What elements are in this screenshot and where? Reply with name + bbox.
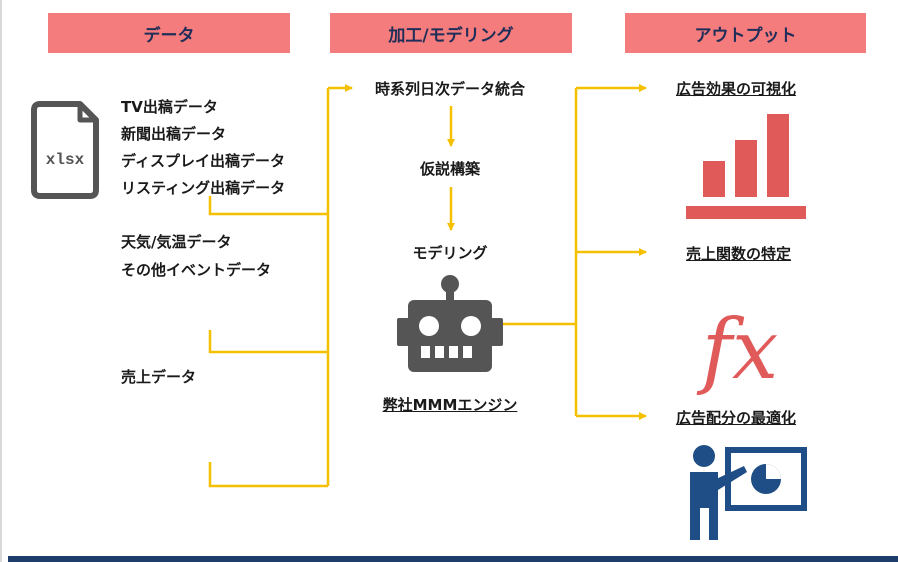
input-display: ディスプレイ出稿データ — [121, 152, 285, 170]
output-sales-function: 売上関数の特定 — [686, 245, 792, 263]
connector-external — [208, 330, 328, 354]
header-output: アウトプット — [625, 13, 866, 53]
step-hypothesis: 仮説構築 — [419, 160, 480, 178]
header-processing: 加工/モデリング — [330, 13, 572, 53]
engine-label: 弊社MMMエンジン — [382, 396, 518, 414]
xlsx-label: xlsx — [46, 151, 85, 169]
output-ad-allocation: 広告配分の最適化 — [676, 409, 797, 427]
left-border — [0, 0, 2, 562]
xlsx-file-icon: xlsx — [31, 101, 99, 199]
input-newspaper: 新聞出稿データ — [121, 125, 227, 143]
robot-icon — [397, 275, 503, 372]
step-integration: 時系列日次データ統合 — [374, 80, 525, 98]
connector-ad-sources — [208, 196, 328, 216]
input-events: その他イベントデータ — [121, 261, 272, 279]
step-modeling: モデリング — [412, 244, 488, 262]
header-data: データ — [48, 13, 290, 53]
bottom-bar — [8, 556, 898, 562]
connector-sales — [208, 462, 328, 488]
input-connectors — [208, 88, 330, 488]
output-ad-effect: 広告効果の可視化 — [676, 80, 797, 98]
presenter-icon — [690, 445, 807, 540]
input-listing: リスティング出稿データ — [121, 179, 286, 197]
input-tv: TV出稿データ — [121, 98, 218, 116]
input-weather: 天気/気温データ — [121, 233, 232, 251]
bar-chart-icon — [686, 114, 806, 219]
fx-icon: fx — [696, 303, 779, 398]
input-sales: 売上データ — [121, 368, 197, 386]
